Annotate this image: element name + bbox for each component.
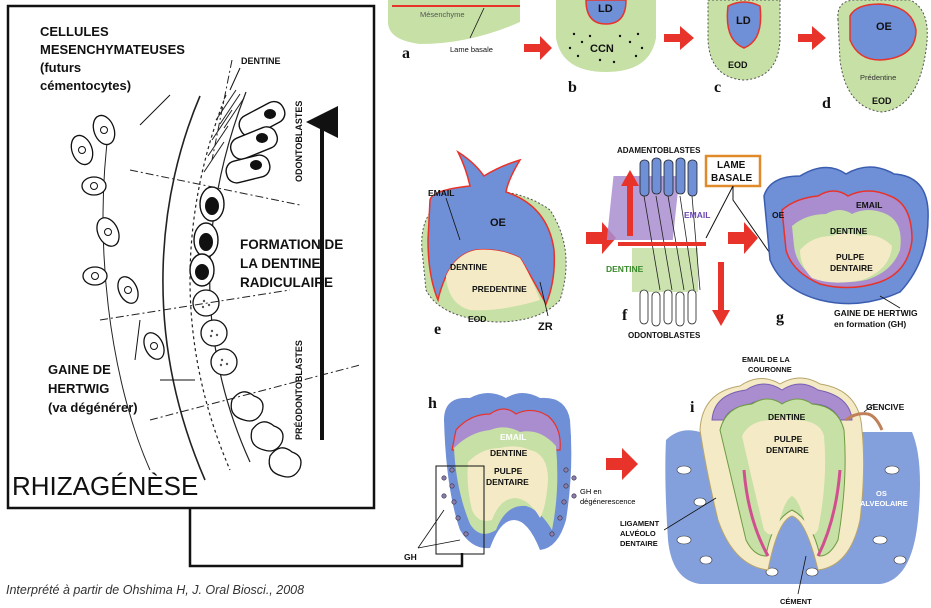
step-e-email-label: EMAIL xyxy=(428,188,454,198)
step-h-dentine-label: DENTINE xyxy=(490,448,528,458)
step-h-gh-deg-label: GH en dégénerescence xyxy=(580,487,635,506)
step-g: OE EMAIL DENTINE PULPE DENTAIRE GAINE DE… xyxy=(764,167,928,329)
step-h-letter: h xyxy=(428,395,437,412)
step-h: EMAIL DENTINE PULPE DENTAIRE GH GH en dé… xyxy=(404,393,635,562)
step-e: OE EMAIL DENTINE PREDENTINE EOD ZR e xyxy=(422,152,566,338)
step-d-predentine-label: Prédentine xyxy=(860,73,896,82)
step-i: EMAIL DE LA COURONNE DENTINE PULPE DENTA… xyxy=(620,355,920,606)
step-i-gencive-label: GENCIVE xyxy=(866,402,905,412)
step-e-zr-label: ZR xyxy=(538,321,553,333)
rhizagenese-panel: CELLULES MESENCHYMATEUSES (futurs cément… xyxy=(8,6,462,566)
step-f-email-label: EMAIL xyxy=(684,210,710,220)
step-f-letter: f xyxy=(622,307,628,324)
preodontoblastes-label: PRÉODONTOBLASTES xyxy=(294,340,304,440)
step-b-ccn-label: CCN xyxy=(590,43,614,55)
step-c-ld-label: LD xyxy=(736,15,751,27)
step-c-eod-label: EOD xyxy=(728,60,748,70)
step-e-oe-label: OE xyxy=(490,217,506,229)
arrow-b-c xyxy=(664,26,694,50)
step-g-pulpe-label: PULPE DENTAIRE xyxy=(830,252,873,273)
step-g-oe-label: OE xyxy=(772,210,785,220)
rhizagenese-title: RHIZAGÉNÈSE xyxy=(12,471,198,501)
step-f-odontoblastes-label: ODONTOBLASTES xyxy=(628,331,701,340)
step-e-predentine-label: PREDENTINE xyxy=(472,284,527,294)
step-d-oe-label: OE xyxy=(876,21,892,33)
step-g-email-label: EMAIL xyxy=(856,200,882,210)
source-caption: Interprété à partir de Ohshima H, J. Ora… xyxy=(6,583,304,597)
step-b-ld-label: LD xyxy=(598,3,613,15)
step-f-adamantoblastes-label: ADAMENTOBLASTES xyxy=(617,146,701,155)
step-d-eod-label: EOD xyxy=(872,96,892,106)
step-a-letter: a xyxy=(402,45,410,62)
step-i-cement-label: CÉMENT xyxy=(780,597,812,606)
step-a: Mésenchyme Lame basale a xyxy=(388,0,520,62)
connector-line xyxy=(190,508,462,566)
step-h-gh-label: GH xyxy=(404,552,417,562)
step-f: ADAMENTOBLASTES EMAIL DENTINE ODONTOBLAS… xyxy=(606,146,790,340)
step-c-letter: c xyxy=(714,79,721,96)
arrow-a-b xyxy=(524,36,552,60)
step-a-lame-label: Lame basale xyxy=(450,45,493,54)
step-g-letter: g xyxy=(776,309,784,326)
step-a-mesenchyme-label: Mésenchyme xyxy=(420,10,465,19)
step-e-dentine-label: DENTINE xyxy=(450,262,488,272)
arrow-c-d xyxy=(798,26,826,50)
step-e-letter: e xyxy=(434,321,441,338)
arrow-h-i xyxy=(606,448,638,480)
arrow-f-g xyxy=(728,222,758,254)
odontoblastes-label: ODONTOBLASTES xyxy=(294,101,304,182)
step-g-gaine-label: GAINE DE HERTWIG en formation (GH) xyxy=(834,308,920,329)
step-i-dentine-label: DENTINE xyxy=(768,412,806,422)
step-i-ligament-label: LIGAMENT ALVÉOLO DENTAIRE xyxy=(620,519,661,548)
step-c: LD EOD c xyxy=(708,0,780,96)
step-b-letter: b xyxy=(568,79,577,96)
step-d-letter: d xyxy=(822,95,831,112)
step-i-letter: i xyxy=(690,399,695,416)
step-i-email-label: EMAIL DE LA COURONNE xyxy=(742,355,792,374)
step-b: LD CCN b xyxy=(556,0,656,96)
step-d: OE Prédentine EOD d xyxy=(822,0,927,112)
step-g-dentine-label: DENTINE xyxy=(830,226,868,236)
step-f-dentine-label: DENTINE xyxy=(606,264,644,274)
step-h-email-label: EMAIL xyxy=(500,432,526,442)
step-e-eod-label: EOD xyxy=(468,314,486,324)
dentine-label: DENTINE xyxy=(241,56,281,66)
